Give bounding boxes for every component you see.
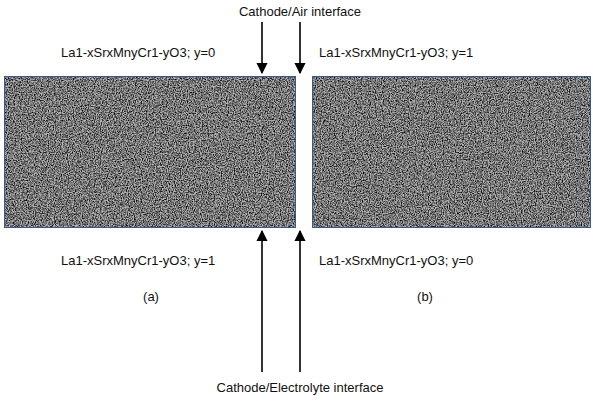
composition-label: La1-xSrxMnyCr1-yO3; y=0 bbox=[319, 253, 473, 269]
composition-label: La1-xSrxMnyCr1-yO3; y=0 bbox=[61, 45, 215, 61]
down-arrow bbox=[261, 22, 263, 73]
down-arrow bbox=[299, 22, 301, 73]
panel-label: (b) bbox=[417, 289, 433, 305]
porous-texture bbox=[5, 77, 295, 227]
composition-label: La1-xSrxMnyCr1-yO3; y=1 bbox=[319, 45, 473, 61]
up-arrow bbox=[299, 231, 301, 372]
porous-texture bbox=[313, 77, 590, 227]
up-arrow bbox=[261, 231, 263, 372]
panel-label: (a) bbox=[143, 289, 159, 305]
composition-label: La1-xSrxMnyCr1-yO3; y=1 bbox=[61, 253, 215, 269]
interface-label: Cathode/Air interface bbox=[239, 4, 361, 20]
cathode-layer: La1-xSrxMnyCr1-yO3; y=0La1-xSrxMnyCr1-yO… bbox=[4, 76, 296, 228]
interface-label: Cathode/Electrolyte interface bbox=[217, 380, 384, 396]
cathode-layer: La1-xSrxMnyCr1-yO3; y=1La1-xSrxMnyCr1-yO… bbox=[312, 76, 591, 228]
